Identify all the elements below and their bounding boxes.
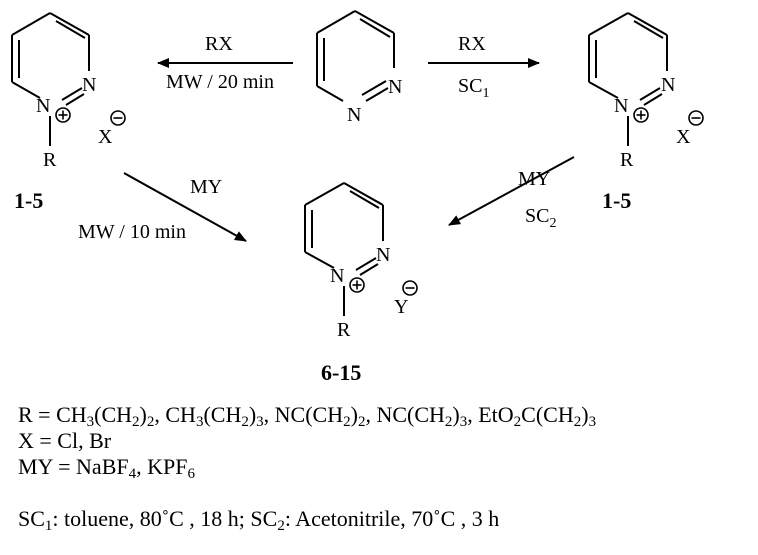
product-r-group-label: R: [337, 319, 351, 341]
scheme-legend: R = CH3(CH2)2, CH3(CH2)3, NC(CH2)2, NC(C…: [18, 402, 597, 534]
arrow-top-left: RX MW / 20 min: [157, 33, 293, 93]
center-ring-bonds: [316, 10, 395, 102]
arrow-lower-left-shaft: [123, 172, 247, 242]
right-minus-charge: [688, 110, 704, 126]
product-compound-number: 6-15: [321, 360, 361, 385]
center-nitrogen-2-label: N: [347, 104, 361, 126]
arrow-top-right-reagent: RX: [458, 33, 486, 55]
left-r-group-label: R: [43, 149, 57, 171]
arrow-lower-right-condition: SC2: [525, 205, 556, 231]
legend-spacer: [18, 480, 596, 506]
reaction-scheme: N N R X 1-5 N N: [11, 10, 704, 385]
arrow-lower-right: MY SC2: [448, 156, 575, 231]
left-minus-charge: [110, 110, 126, 126]
right-compound-number: 1-5: [602, 188, 631, 213]
right-ring-bonds: [588, 12, 668, 146]
solvent-conditions: SC1: toluene, 80˚C , 18 h; SC2: Acetonit…: [18, 506, 500, 534]
arrow-lower-left-reagent: MY: [190, 176, 222, 198]
product-plus-charge: [349, 277, 365, 293]
x-definition: X = Cl, Br: [18, 428, 112, 453]
left-anion-label: X: [98, 126, 113, 148]
arrow-top-left-condition: MW / 20 min: [166, 71, 274, 93]
left-compound-number: 1-5: [14, 188, 43, 213]
product-ring-bonds: [304, 182, 384, 316]
right-anion-label: X: [676, 126, 691, 148]
arrow-lower-right-shaft: [448, 156, 575, 226]
left-ring-bonds: [11, 12, 90, 146]
product-nitrogen-plus-label: N: [330, 265, 344, 287]
right-nitrogen-plus-label: N: [614, 95, 628, 117]
right-plus-charge: [633, 107, 649, 123]
arrow-lower-left-condition: MW / 10 min: [78, 221, 186, 243]
left-plus-charge: [55, 107, 71, 123]
right-r-group-label: R: [620, 149, 634, 171]
center-nitrogen-1-label: N: [388, 76, 402, 98]
left-nitrogen-label: N: [82, 74, 96, 96]
right-nitrogen-label: N: [661, 74, 675, 96]
arrow-lower-right-reagent: MY: [518, 168, 550, 190]
product-nitrogen-label: N: [376, 244, 390, 266]
left-nitrogen-plus-label: N: [36, 95, 50, 117]
pyridazine-reactant-structure: N N: [316, 10, 402, 126]
right-pyridazinium-structure: N N R X 1-5: [588, 12, 704, 213]
arrow-top-left-reagent: RX: [205, 33, 233, 55]
product-pyridazinium-structure: N N R Y 6-15: [304, 182, 418, 385]
my-definition: MY = NaBF4, KPF6: [18, 454, 195, 482]
arrow-lower-left: MY MW / 10 min: [78, 172, 247, 243]
arrow-top-right: RX SC1: [428, 33, 540, 101]
arrow-top-right-condition: SC1: [458, 75, 489, 101]
product-anion-label: Y: [394, 296, 408, 318]
r-group-definition: R = CH3(CH2)2, CH3(CH2)3, NC(CH2)2, NC(C…: [18, 402, 597, 430]
product-minus-charge: [402, 280, 418, 296]
left-pyridazinium-structure: N N R X 1-5: [11, 12, 126, 213]
